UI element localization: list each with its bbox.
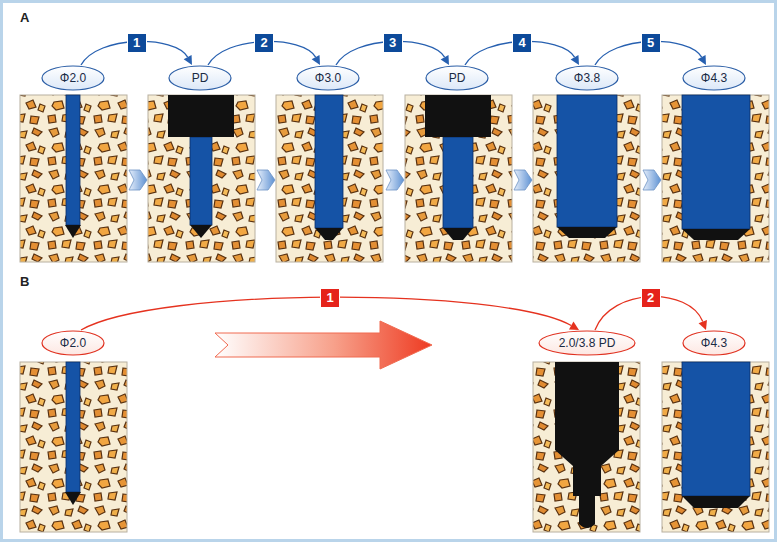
arrow-head — [569, 322, 579, 330]
ellipse-shape — [297, 66, 359, 90]
arrow-head — [184, 55, 192, 65]
drill-panel — [662, 362, 769, 532]
step-label: Φ2.0 — [60, 71, 86, 85]
step-number: 2 — [254, 33, 274, 53]
step-label: Φ3.0 — [315, 71, 341, 85]
ellipse-shape — [42, 66, 104, 90]
step-label: Φ3.8 — [574, 71, 600, 85]
step-ellipse: Φ4.3 — [682, 65, 746, 91]
step-ellipse: Φ4.3 — [682, 330, 746, 356]
step-ellipse: Φ3.8 — [555, 65, 619, 91]
drill-panel — [20, 95, 127, 262]
step-number: 1 — [320, 288, 340, 308]
ellipse-shape — [42, 331, 104, 355]
step-ellipse: PD — [425, 65, 489, 91]
step-ellipse: Φ3.0 — [296, 65, 360, 91]
step-label: Φ4.3 — [701, 336, 727, 350]
drill-panel — [276, 95, 383, 262]
ellipse-shape — [683, 66, 745, 90]
step-number: 3 — [383, 33, 403, 53]
step-number: 1 — [127, 33, 147, 53]
panel-letter: B — [20, 274, 29, 289]
arrow-head — [699, 320, 707, 330]
drill-panel — [662, 95, 769, 262]
skip-arrow — [215, 321, 432, 369]
step-number: 2 — [641, 288, 661, 308]
drill-panel — [405, 95, 512, 262]
step-label: 2.0/3.8 PD — [559, 336, 616, 350]
step-chevron — [129, 170, 661, 190]
arrow-head — [571, 55, 579, 65]
step-label: Φ4.3 — [701, 71, 727, 85]
drill-panel — [533, 362, 640, 532]
ellipse-shape — [169, 66, 231, 90]
ellipse-shape — [556, 66, 618, 90]
step-ellipse: Φ2.0 — [41, 65, 105, 91]
ellipse-shape — [426, 66, 488, 90]
step-label: PD — [192, 71, 209, 85]
step-ellipse: 2.0/3.8 PD — [538, 330, 636, 356]
arrow-head — [698, 55, 706, 65]
drill-panel — [533, 95, 640, 262]
drill-panel — [20, 362, 127, 532]
panel-letter: A — [20, 10, 29, 25]
step-ellipse: PD — [168, 65, 232, 91]
step-label: Φ2.0 — [60, 336, 86, 350]
ellipse-shape — [683, 331, 745, 355]
step-number: 4 — [512, 33, 532, 53]
step-ellipse: Φ2.0 — [41, 330, 105, 356]
arrow-head — [312, 55, 320, 65]
arrow-head — [441, 55, 449, 65]
step-label: PD — [449, 71, 466, 85]
ellipse-shape — [539, 331, 635, 355]
step-number: 5 — [641, 33, 661, 53]
drill-panel — [148, 95, 255, 262]
